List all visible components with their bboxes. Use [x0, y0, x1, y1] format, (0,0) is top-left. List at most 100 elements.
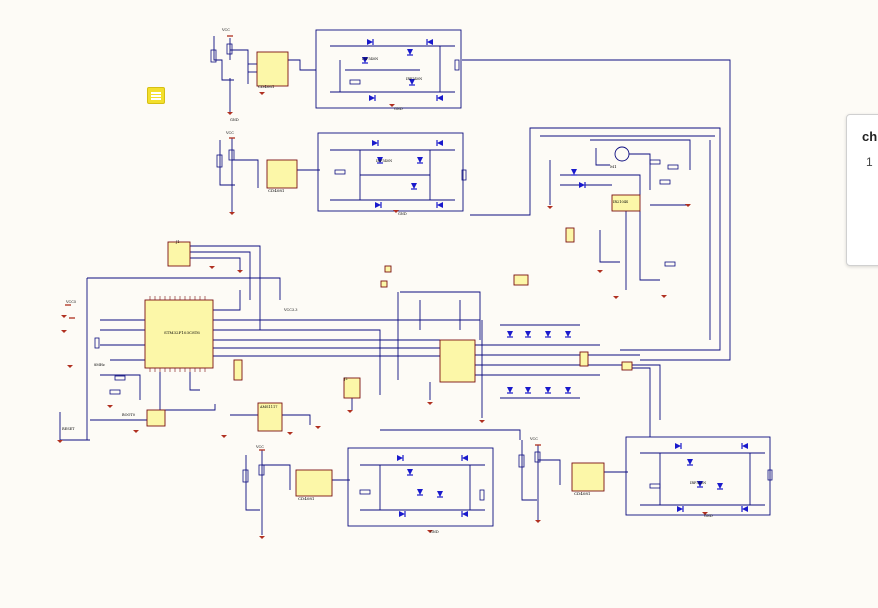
wire-motor-l: [595, 148, 610, 166]
header-small-5: [513, 274, 529, 286]
regulator-chip: [257, 402, 283, 432]
hbridge-block-3: [347, 447, 494, 527]
wire-j1-1: [190, 245, 261, 330]
diode: [411, 183, 417, 190]
gnd-label-3: GND: [398, 212, 407, 216]
diode: [407, 469, 413, 476]
diode: [377, 157, 383, 164]
resistor: [534, 451, 541, 463]
diode: [367, 39, 374, 45]
ground-symbol: [427, 402, 433, 405]
resistor: [454, 59, 460, 71]
diode-body: [579, 182, 585, 188]
ground-mark: [237, 270, 243, 273]
schematic-labels: CD4081 CD4081 CD4081 CD4081 STM32F103C8T…: [62, 28, 713, 534]
wire-j1-3: [190, 257, 241, 270]
diode-body: [462, 455, 468, 461]
ground-symbol: [61, 330, 67, 333]
diode: [426, 39, 433, 45]
ic-u3-label: CD4081: [298, 496, 314, 501]
diode-body: [372, 140, 378, 146]
hbridge-block-1: [315, 29, 462, 109]
side-panel[interactable]: ch 1: [846, 114, 878, 266]
diode-body: [525, 331, 531, 337]
resistor: [649, 483, 661, 489]
gnd-label-1: GND: [230, 118, 239, 122]
diode: [741, 506, 748, 512]
diode-body: [565, 331, 571, 337]
ground-mark: [61, 330, 67, 333]
vcc-label-2: VCC: [225, 131, 234, 135]
wire-hb3-bus: [380, 429, 521, 440]
hbridge-block-2: [317, 132, 464, 212]
wire-mcu-l5: [100, 374, 141, 400]
ground-symbol: [393, 210, 399, 213]
ground-mark: [227, 112, 233, 115]
ground-symbol: [389, 104, 395, 107]
crystal-label: 8MHz: [94, 363, 105, 367]
ground-mark: [661, 295, 667, 298]
ground-mark: [389, 104, 395, 107]
ground-mark: [259, 92, 265, 95]
ic-u4: [571, 462, 605, 492]
ic-u3: [295, 469, 333, 497]
diode-body: [507, 331, 513, 337]
wire-c5: [400, 291, 481, 340]
ground-symbol: [259, 536, 265, 539]
bus-right-2: [470, 127, 721, 351]
header-small-2: [233, 359, 243, 381]
diode-body: [417, 157, 423, 163]
diode-body: [377, 157, 383, 163]
resistor: [242, 469, 249, 483]
ground-symbol: [613, 296, 619, 299]
vcc33-label: VCC3.3: [283, 308, 297, 312]
diode: [409, 79, 415, 86]
diode: [369, 95, 376, 101]
wire-mcu-top: [87, 277, 281, 300]
ground-mark: [597, 270, 603, 273]
resistor: [94, 337, 100, 349]
diode-body: [437, 95, 443, 101]
hbridge-block-4: [625, 436, 771, 516]
diode-body: [565, 387, 571, 393]
ground-symbol: [209, 266, 215, 269]
header-small: [565, 227, 575, 243]
ic-u1-label: CD4081: [258, 84, 274, 89]
ground-mark: [287, 432, 293, 435]
ground-mark: [547, 206, 553, 209]
wire-reg-out: [282, 414, 311, 425]
vcc-label-4: VCC: [529, 437, 538, 441]
ground-symbol: [259, 92, 265, 95]
gnd-label-4: GND: [430, 530, 439, 534]
resistor: [216, 154, 223, 168]
ic-motor-driver: [611, 194, 641, 212]
diode-body: [367, 39, 373, 45]
side-panel-title: ch: [862, 129, 878, 144]
ground-symbol: [227, 112, 233, 115]
vcc-label-3: VCC: [255, 445, 264, 449]
diode-body: [545, 387, 551, 393]
diode-body: [742, 506, 748, 512]
wire-q3-c: [262, 464, 291, 490]
header-j1-label: J1: [175, 240, 180, 244]
mcu-label: STM32F103C8T6: [164, 330, 200, 335]
mosfet-label-2: IRF540N: [406, 77, 422, 81]
diode-body: [409, 79, 415, 85]
diode: [507, 387, 513, 394]
vcc5-label: VCC5: [65, 300, 76, 304]
ground-mark: [209, 266, 215, 269]
diode: [407, 49, 413, 56]
ground-mark: [685, 204, 691, 207]
ground-mark: [393, 210, 399, 213]
diode: [717, 483, 723, 490]
reset-label: RESET: [62, 427, 75, 431]
diode: [565, 387, 571, 394]
wire-j1-2: [190, 251, 251, 300]
diode: [741, 443, 748, 449]
diode: [565, 331, 571, 338]
mcu-chip: [144, 299, 214, 369]
comment-icon[interactable]: [147, 87, 165, 104]
diode: [437, 491, 443, 498]
diode-body: [399, 511, 405, 517]
